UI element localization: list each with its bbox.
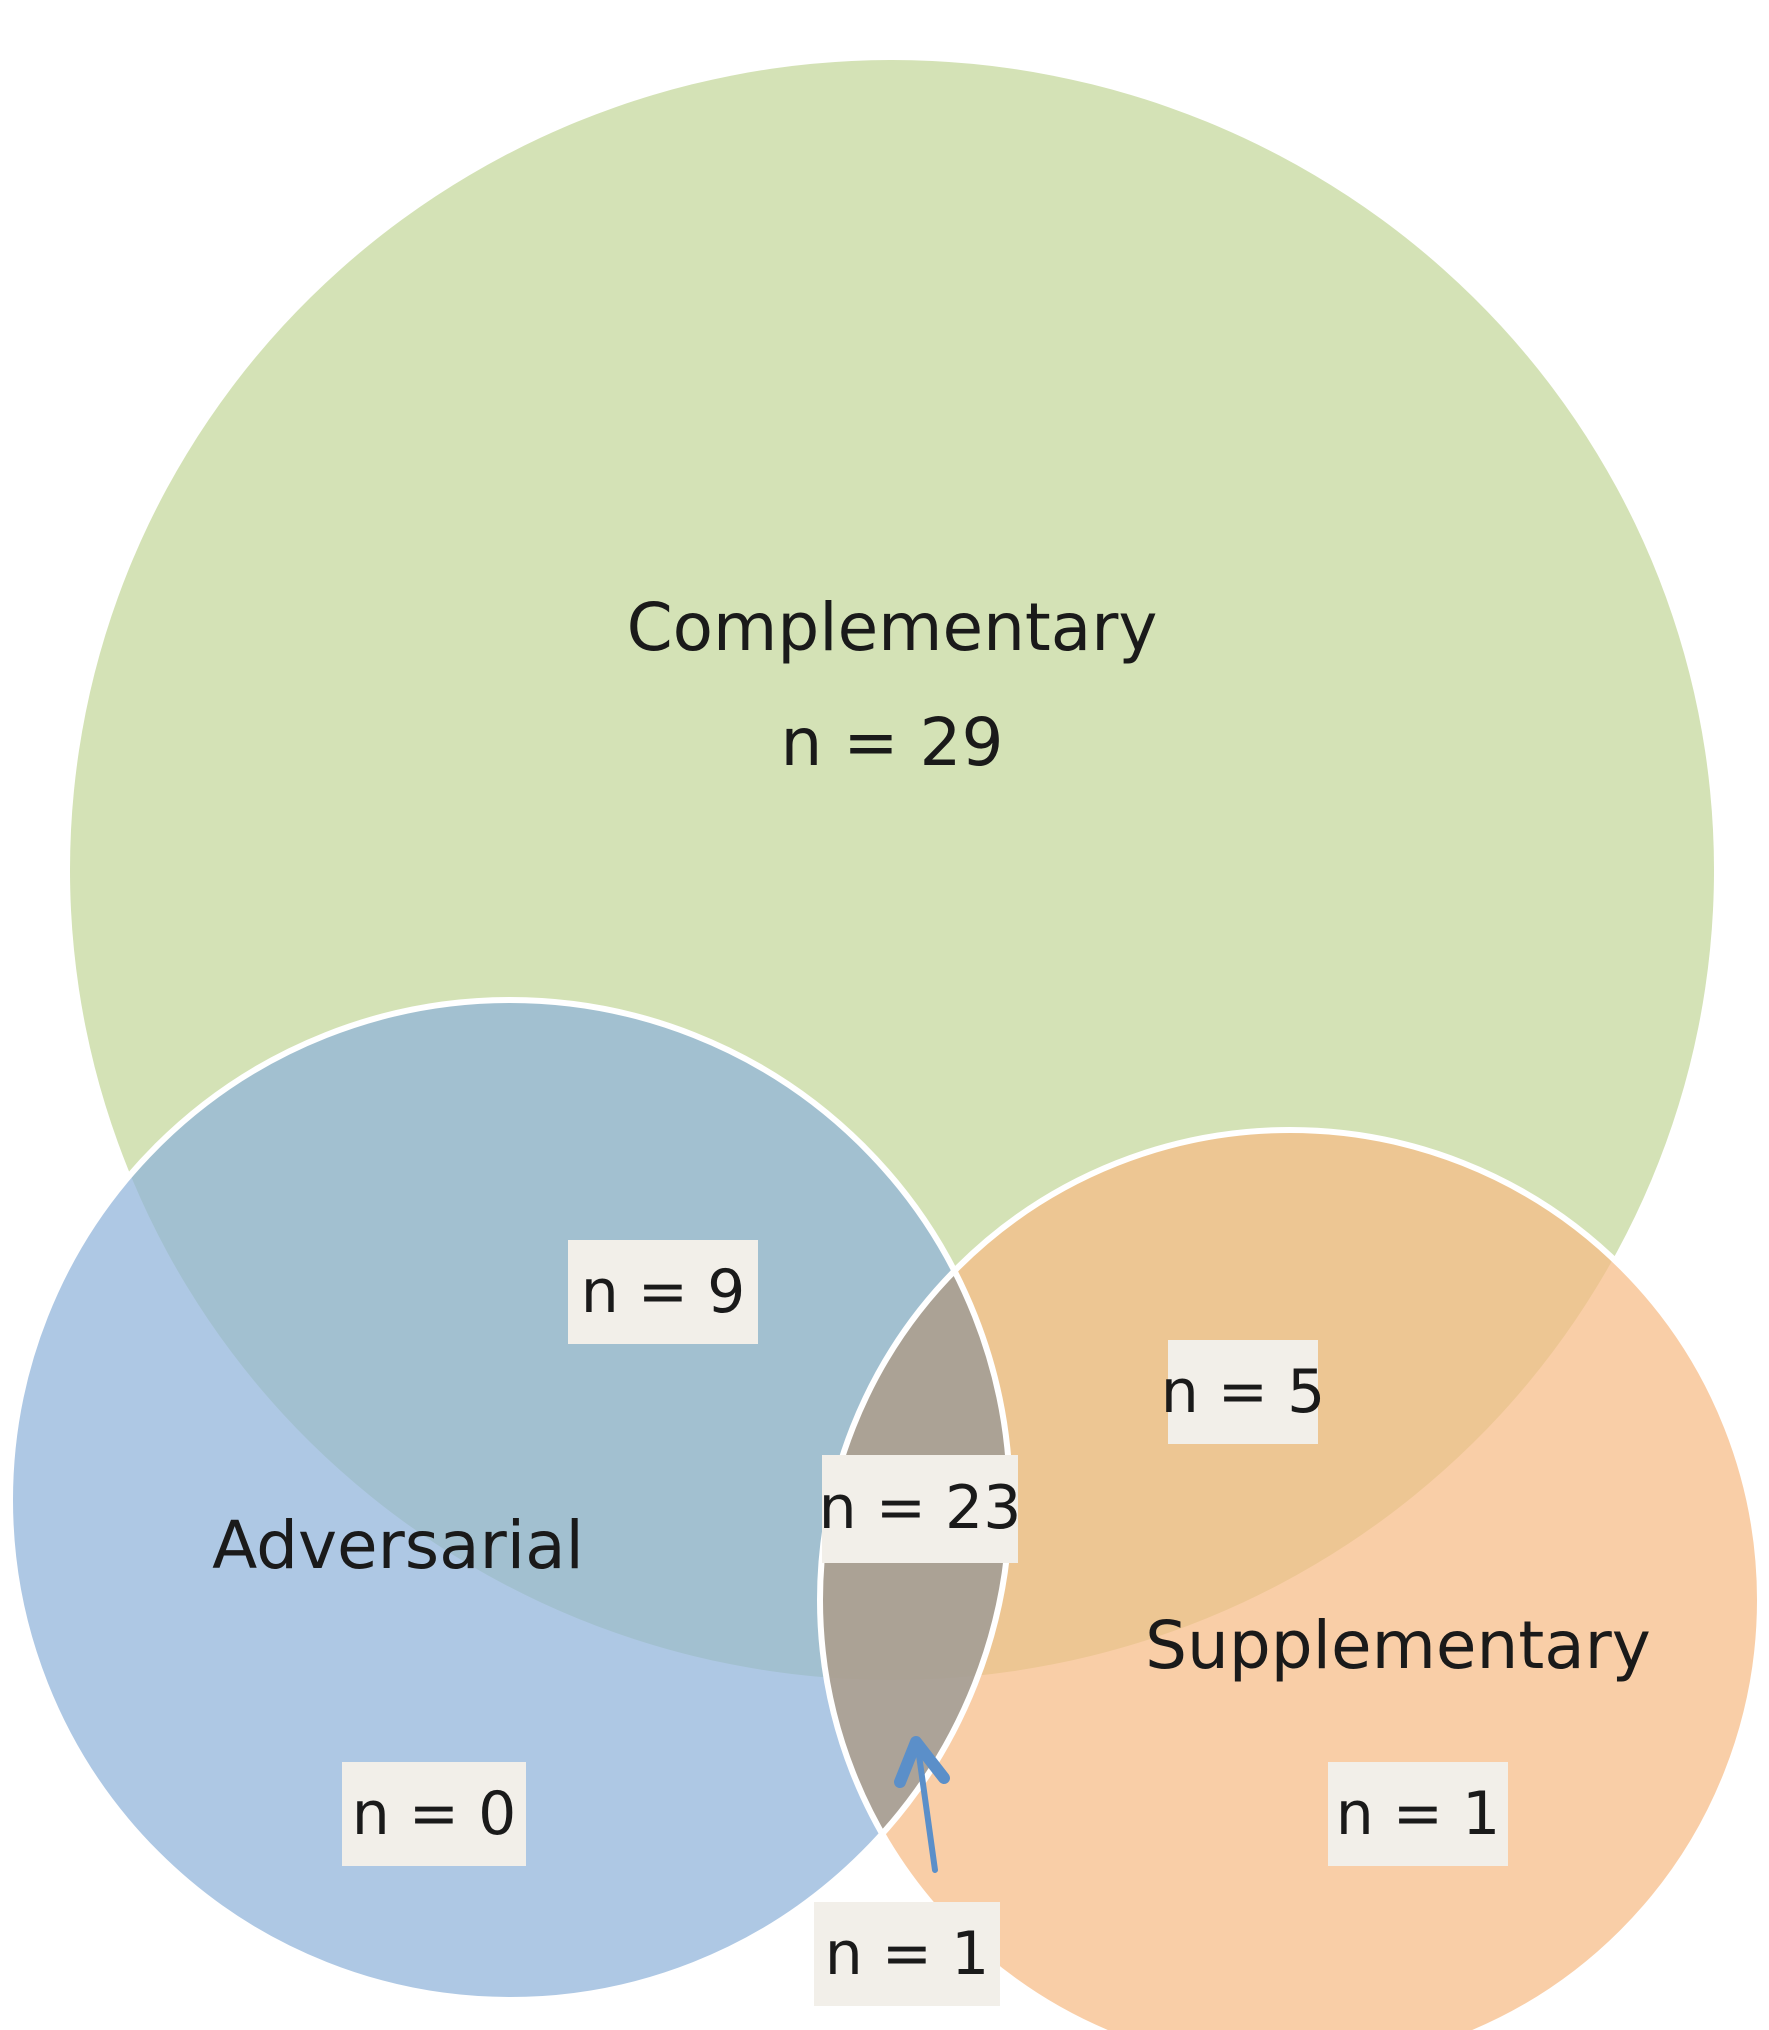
adversarial-circle (10, 1000, 1010, 2000)
supplementary-circle (820, 1130, 1760, 2030)
svg-text:n = 1: n = 1 (825, 1919, 990, 1989)
count-adversarial-only: n = 0 (342, 1762, 526, 1866)
adversarial-label: Adversarial (212, 1507, 584, 1584)
arrow-icon (894, 1736, 950, 1873)
complementary-count: n = 29 (780, 704, 1003, 781)
svg-text:n = 1: n = 1 (1336, 1779, 1501, 1849)
complementary-label: Complementary (627, 589, 1158, 666)
supplementary-outline (817, 1127, 1763, 2030)
svg-text:n = 5: n = 5 (1161, 1357, 1326, 1427)
count-all-three: n = 23 (819, 1455, 1022, 1563)
supplementary-label: Supplementary (1145, 1607, 1651, 1684)
count-complementary-supplementary: n = 5 (1161, 1340, 1326, 1444)
count-adversarial-supplementary: n = 1 (814, 1902, 1000, 2006)
svg-text:n = 0: n = 0 (352, 1779, 517, 1849)
count-complementary-adversarial: n = 9 (568, 1240, 758, 1344)
count-supplementary-only: n = 1 (1328, 1762, 1508, 1866)
svg-text:n = 23: n = 23 (819, 1473, 1022, 1543)
svg-text:n = 9: n = 9 (581, 1257, 746, 1327)
